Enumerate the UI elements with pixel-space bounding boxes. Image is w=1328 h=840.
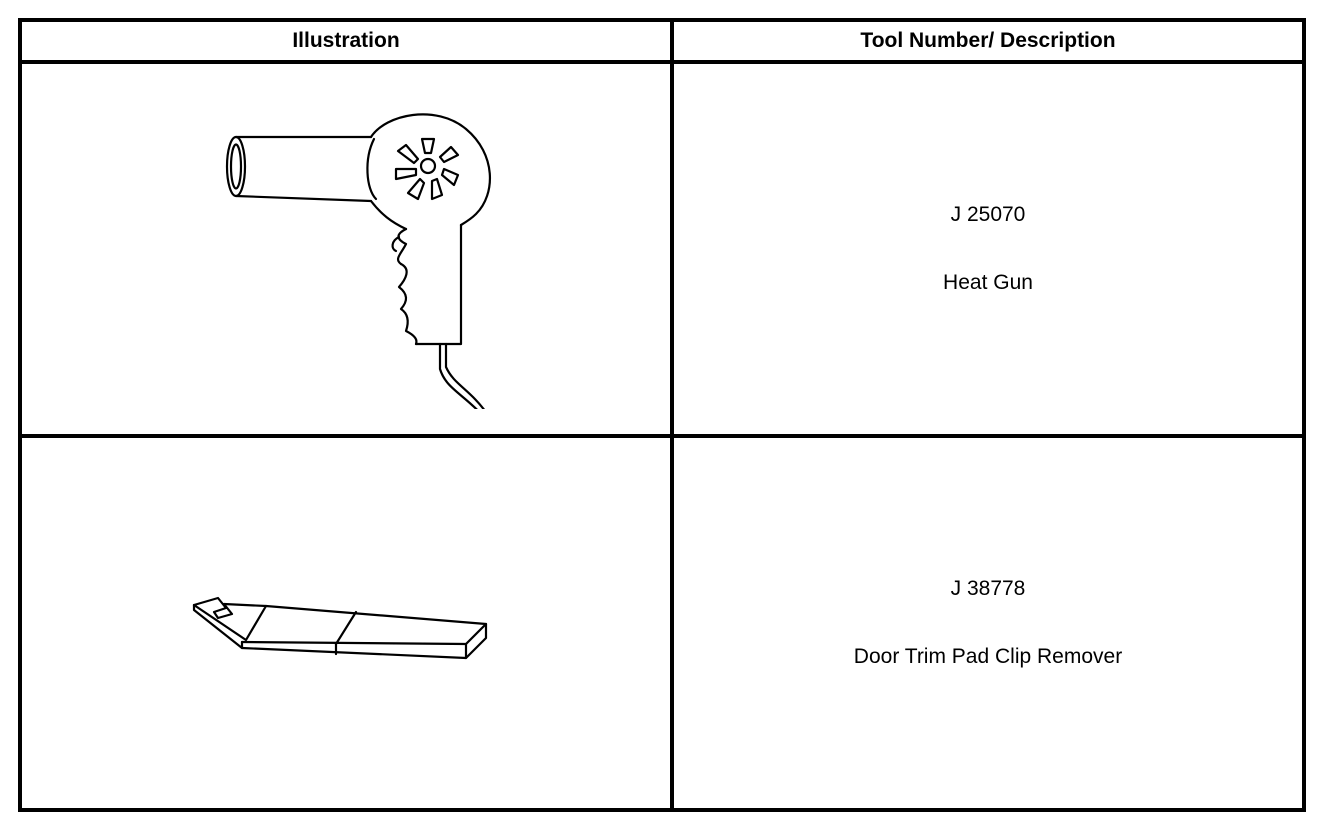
description-cell: J 38778 Door Trim Pad Clip Remover [670, 434, 1306, 812]
tool-description: Door Trim Pad Clip Remover [853, 645, 1123, 668]
header-illustration: Illustration [18, 18, 674, 64]
table-row: J 38778 Door Trim Pad Clip Remover [18, 434, 1306, 812]
description-cell: J 25070 Heat Gun [670, 60, 1306, 438]
tool-description: Heat Gun [943, 271, 1033, 294]
clip-remover-icon [192, 596, 488, 660]
header-tool-description: Tool Number/ Description [670, 18, 1306, 64]
tool-number: J 25070 [950, 203, 1026, 226]
illustration-cell [18, 60, 674, 438]
illustration-cell [18, 434, 674, 812]
table-row: J 25070 Heat Gun [18, 60, 1306, 438]
heat-gun-icon [225, 113, 492, 409]
tool-number: J 38778 [950, 577, 1026, 600]
tool-table: Illustration Tool Number/ Description [18, 18, 1306, 812]
header-row: Illustration Tool Number/ Description [18, 18, 1306, 64]
